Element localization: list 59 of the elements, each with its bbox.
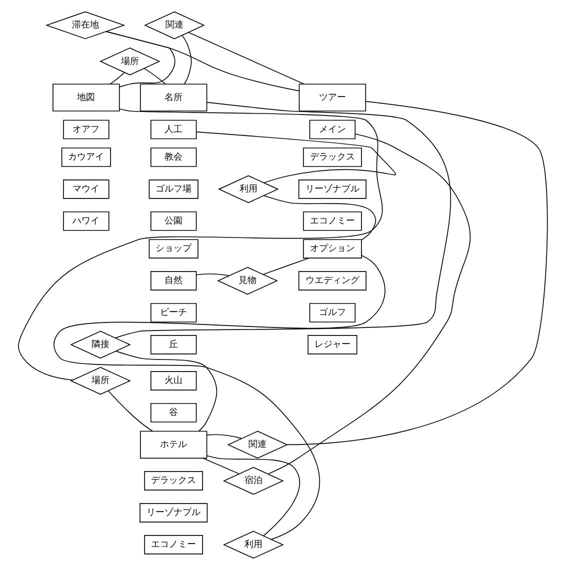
- node-box: ビーチ: [150, 303, 196, 322]
- node-diamond: 関連: [226, 430, 288, 459]
- connector: [105, 31, 175, 88]
- node-box: 教会: [150, 148, 196, 167]
- node-box: デラックス: [144, 471, 202, 490]
- connector: [188, 32, 304, 85]
- connector: [105, 31, 300, 92]
- connector: [108, 390, 152, 432]
- node-box: 火山: [150, 371, 196, 390]
- node-box: 自然: [150, 271, 196, 290]
- node-box: リーゾナブル: [298, 180, 366, 199]
- node-box: エコノミー: [302, 211, 362, 231]
- node-box: ショップ: [148, 239, 198, 259]
- connector: [143, 68, 166, 84]
- connector: [263, 195, 376, 240]
- node-diamond: 場所: [98, 48, 160, 76]
- node-diamond: 場所: [70, 366, 130, 395]
- node-diamond: 宿泊: [222, 466, 284, 495]
- node-box: ゴルフ場: [148, 180, 198, 199]
- connector: [268, 134, 470, 474]
- node-diamond: 利用: [217, 175, 278, 204]
- connector: [53, 255, 385, 540]
- connector: [109, 72, 124, 84]
- node-box: リーゾナブル: [139, 503, 208, 522]
- connector: [195, 132, 396, 184]
- connector: [115, 350, 217, 432]
- node-diamond: 利用: [222, 530, 284, 559]
- node-box: オアフ: [62, 120, 109, 140]
- connector: [114, 102, 450, 338]
- node-box: 谷: [150, 403, 196, 422]
- connector: [206, 434, 242, 439]
- node-box: 名所: [139, 84, 207, 112]
- node-box: ハワイ: [62, 211, 109, 231]
- node-box: メイン: [308, 120, 356, 140]
- node-box: 地図: [52, 84, 120, 112]
- node-box: ウエディング: [298, 271, 366, 290]
- node-box: カウアイ: [60, 148, 110, 167]
- connector: [202, 458, 240, 474]
- connector: [196, 273, 230, 276]
- node-box: オプション: [302, 239, 362, 259]
- node-box: マウイ: [62, 180, 109, 199]
- node-diamond: 隣接: [70, 330, 130, 359]
- connector: [262, 258, 309, 275]
- node-box: ツアー: [298, 84, 366, 112]
- connector: [206, 455, 300, 536]
- node-box: 公園: [150, 211, 196, 231]
- node-box: デラックス: [302, 148, 362, 167]
- node-diamond: 関連: [144, 11, 204, 40]
- node-diamond: 見物: [216, 266, 278, 295]
- connector: [181, 34, 192, 84]
- connector: [286, 101, 548, 446]
- node-diamond: 滞在地: [44, 11, 125, 40]
- node-box: ゴルフ: [308, 303, 356, 322]
- connector: [18, 108, 382, 380]
- node-box: ホテル: [139, 430, 207, 459]
- node-box: 人工: [150, 120, 196, 140]
- node-box: 丘: [150, 335, 196, 354]
- node-box: エコノミー: [144, 535, 202, 554]
- node-box: レジャー: [307, 335, 357, 354]
